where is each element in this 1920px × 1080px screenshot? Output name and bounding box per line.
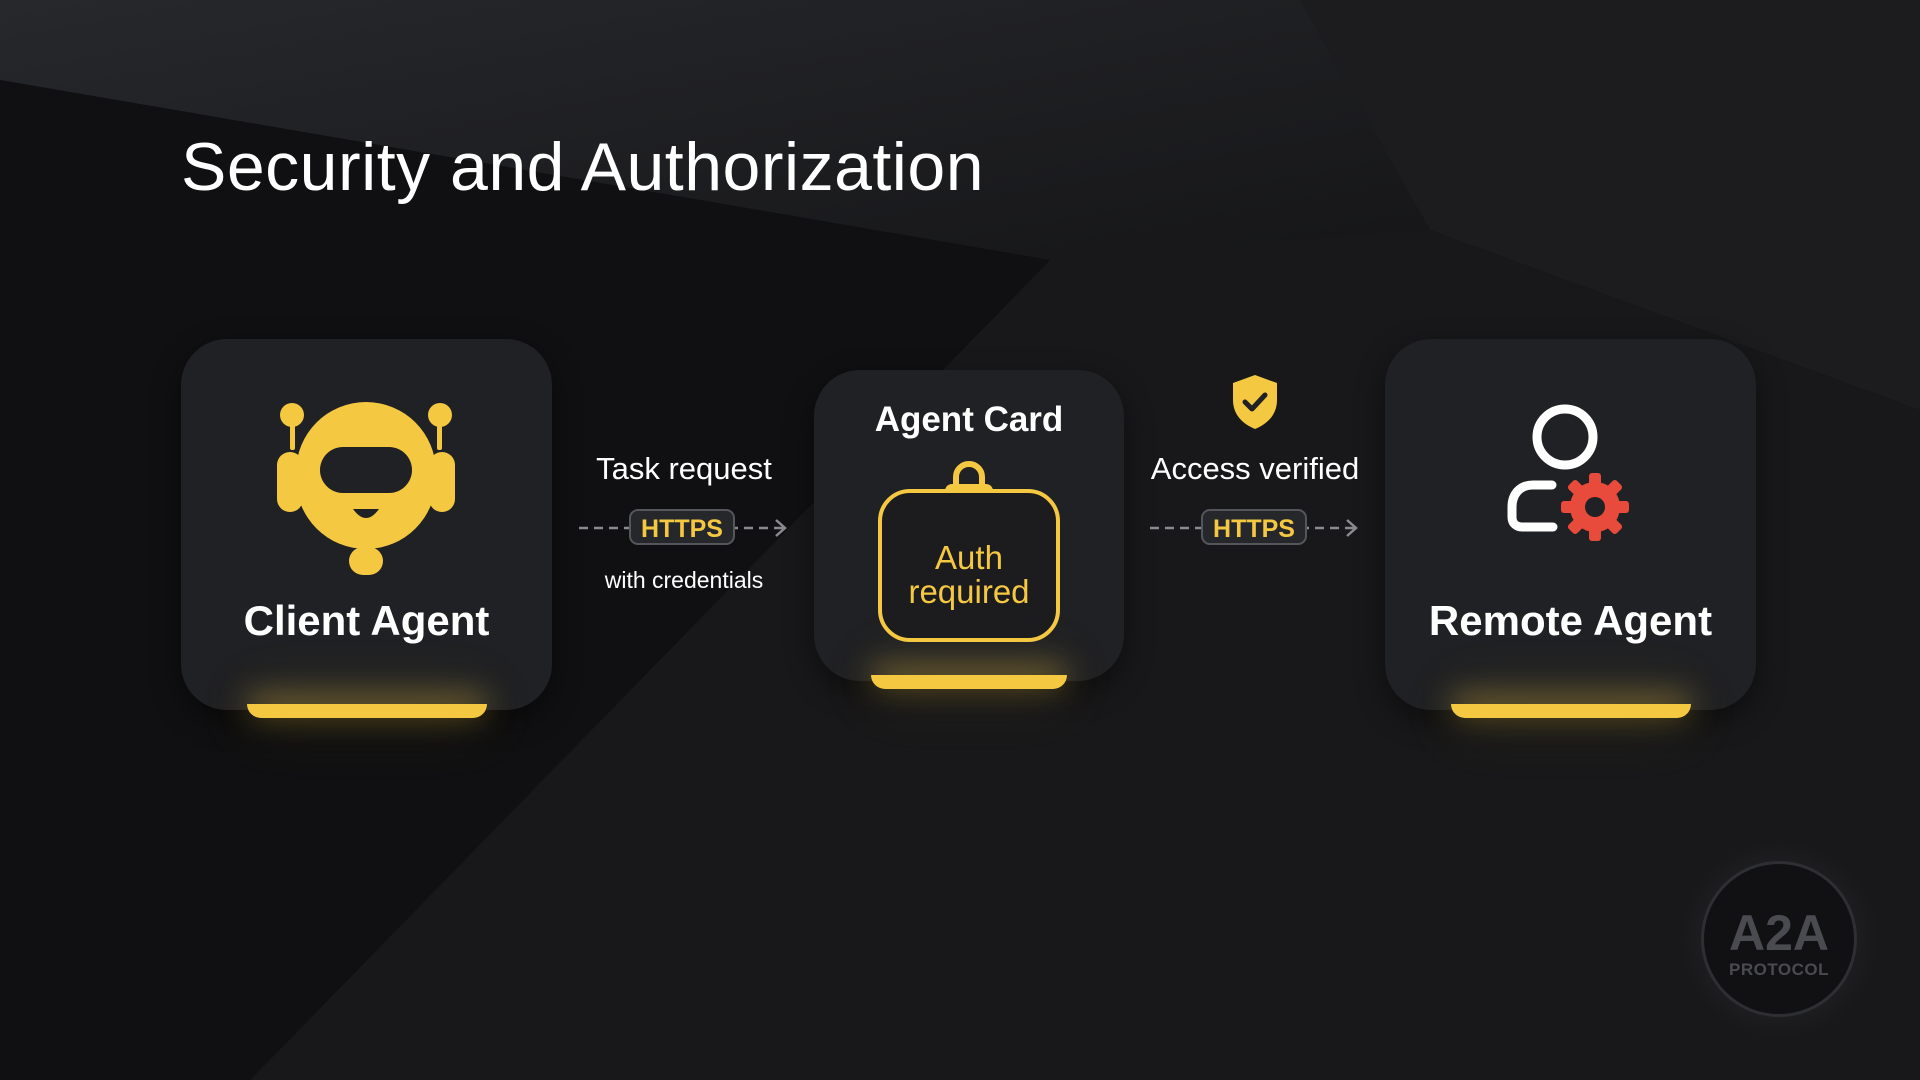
access-verified-label: Access verified <box>1150 451 1360 486</box>
remote-agent-card: Remote Agent <box>1385 339 1756 718</box>
client-card-glow <box>246 704 487 718</box>
agent-card-title: Agent Card <box>874 400 1064 439</box>
auth-required-text: Auth required <box>908 539 1030 610</box>
page-title: Security and Authorization <box>181 129 985 205</box>
https-pill-right: HTTPS <box>1201 509 1307 545</box>
badge-sub-text: PROTOCOL <box>1728 960 1830 979</box>
task-request-label: Task request <box>596 451 772 486</box>
right-dashed-arrow <box>1150 519 1358 537</box>
robot-icon <box>277 402 455 575</box>
client-agent-label: Client Agent <box>243 597 490 644</box>
auth-required-box: Auth required <box>878 489 1060 642</box>
user-gear-icon <box>1507 404 1629 541</box>
shield-check-icon <box>1233 375 1277 429</box>
a2a-protocol-badge: A2A PROTOCOL <box>1701 861 1857 1017</box>
remote-agent-label: Remote Agent <box>1428 597 1713 644</box>
client-agent-card: Client Agent <box>181 339 552 718</box>
https-pill-left: HTTPS <box>629 509 735 545</box>
with-credentials-label: with credentials <box>604 567 764 593</box>
left-dashed-arrow <box>579 519 787 537</box>
badge-main-text: A2A <box>1728 905 1830 961</box>
remote-card-glow <box>1450 704 1691 718</box>
agent-card-glow <box>871 675 1067 689</box>
